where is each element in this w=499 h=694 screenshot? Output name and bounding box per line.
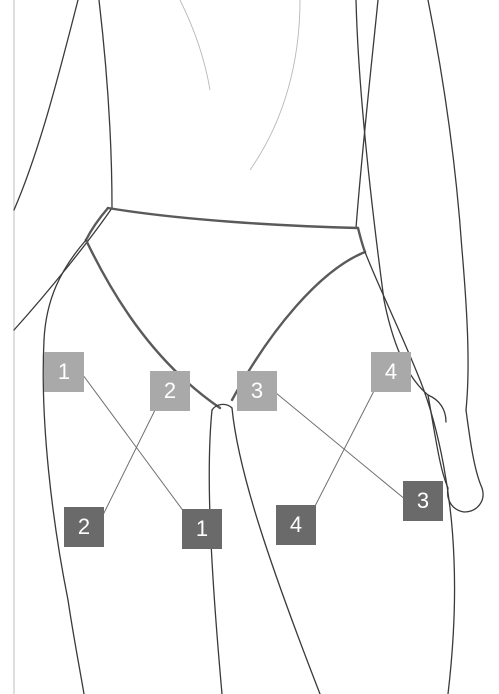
right-thigh-outer xyxy=(365,252,455,694)
start-marker-3: 3 xyxy=(237,371,277,411)
left-arm-outline xyxy=(14,0,78,210)
waistband-right-edge xyxy=(358,228,365,252)
end-marker-2: 2 xyxy=(64,507,104,547)
end-marker-2-label: 2 xyxy=(78,514,90,540)
back-shading xyxy=(250,0,300,170)
end-marker-4-label: 4 xyxy=(290,512,302,538)
start-marker-2-label: 2 xyxy=(164,378,176,404)
right-arm-inner xyxy=(356,0,428,395)
start-marker-2: 2 xyxy=(150,371,190,411)
end-marker-1: 1 xyxy=(182,509,222,549)
connector-2 xyxy=(100,400,160,521)
torso-right-outline xyxy=(356,0,378,228)
start-marker-4-label: 4 xyxy=(385,359,397,385)
start-marker-3-label: 3 xyxy=(251,378,263,404)
left-forearm-outline xyxy=(14,208,112,330)
left-thigh-inner xyxy=(209,410,222,694)
left-hip-outline xyxy=(44,240,86,340)
torso-left-outline xyxy=(99,0,112,208)
waistband-outline xyxy=(108,208,358,228)
right-thigh-inner xyxy=(232,408,320,694)
start-marker-4: 4 xyxy=(371,352,411,392)
end-marker-1-label: 1 xyxy=(196,516,208,542)
end-marker-3-label: 3 xyxy=(417,488,429,514)
end-marker-3: 3 xyxy=(403,481,443,521)
spine-shading xyxy=(180,0,210,90)
start-marker-1-label: 1 xyxy=(58,359,70,385)
right-arm-outer xyxy=(428,0,468,410)
end-marker-4: 4 xyxy=(276,505,316,545)
waistband-left-edge xyxy=(86,208,108,240)
start-marker-1: 1 xyxy=(44,352,84,392)
connector-3 xyxy=(276,393,406,500)
connector-4 xyxy=(312,385,377,512)
